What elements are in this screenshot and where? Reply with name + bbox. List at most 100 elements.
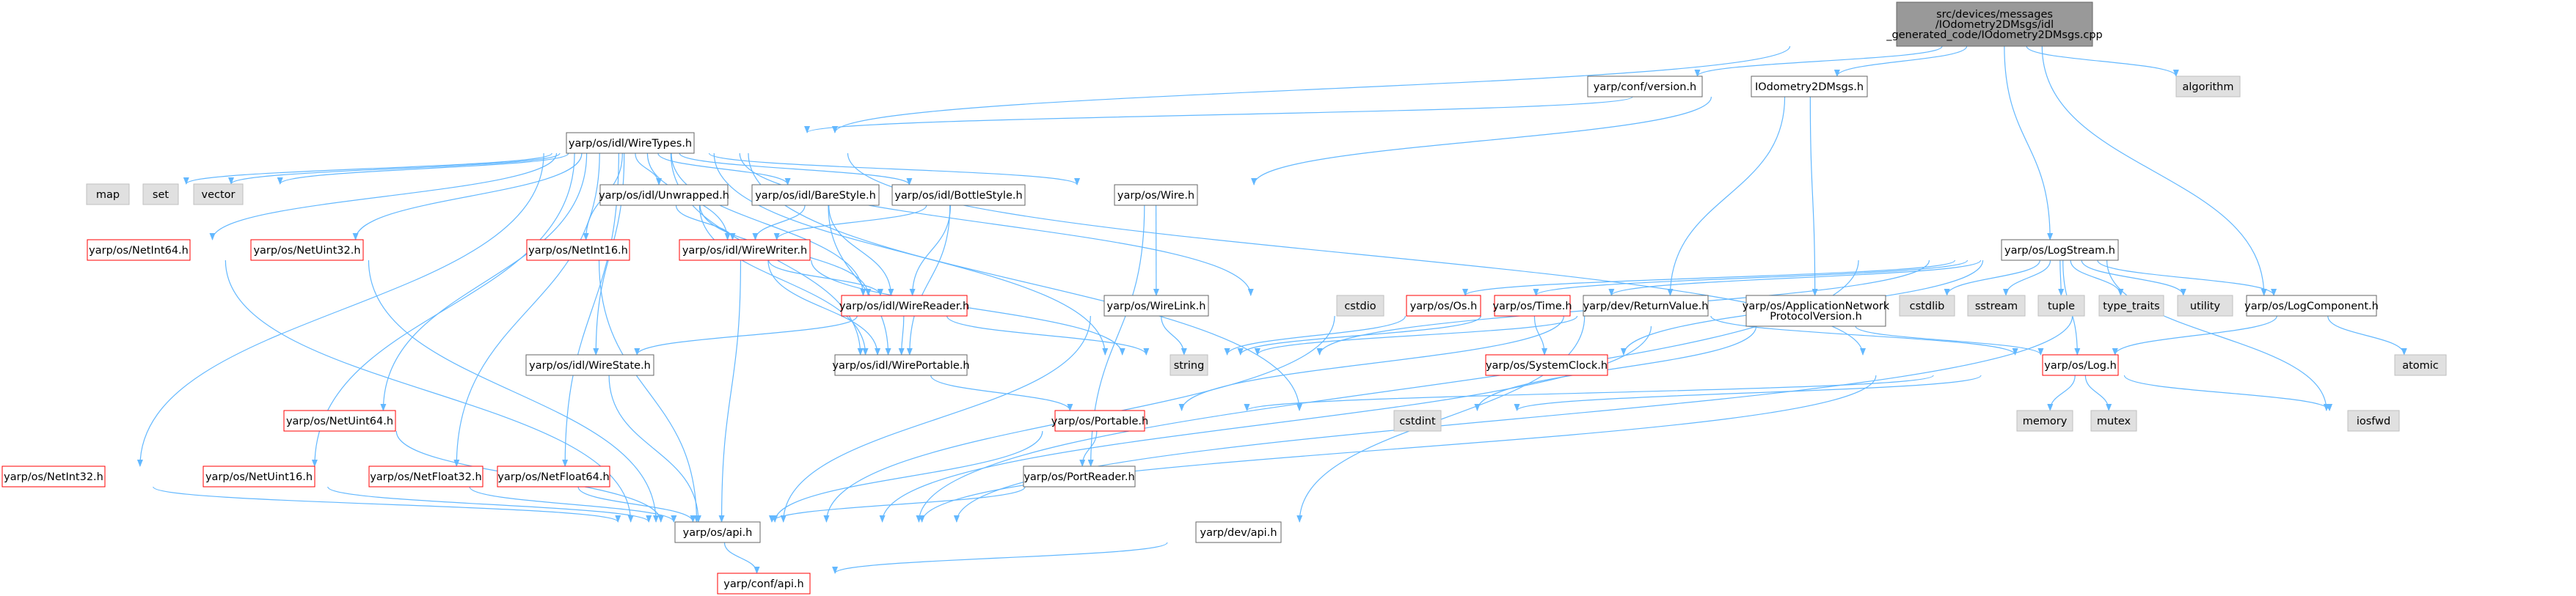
node-yarp-os-portable-h[interactable]: yarp/os/Portable.h: [1051, 410, 1148, 432]
edge-netfloat32-to-apih: [469, 486, 677, 523]
edge-logh-to-memory: [2047, 375, 2076, 411]
node-label: string: [1174, 360, 1205, 372]
node-map: map: [86, 183, 130, 205]
node-yarp-os-netint64-h[interactable]: yarp/os/NetInt64.h: [87, 239, 191, 261]
edge-returnvalue-to-portable: [1178, 315, 1564, 411]
node-yarp-conf-api-h[interactable]: yarp/conf/api.h: [717, 573, 811, 595]
node-box: [1336, 295, 1384, 317]
node-label: yarp/os/idl/BottleStyle.h: [894, 190, 1022, 202]
node-box: [1896, 1, 2093, 47]
node-yarp-os-netfloat64-h[interactable]: yarp/os/NetFloat64.h: [497, 466, 610, 488]
node-yarp-dev-api-h[interactable]: yarp/dev/api.h: [1195, 521, 1282, 543]
node-label: yarp/conf/api.h: [723, 578, 803, 590]
node-iodometry2dmsgs-h[interactable]: IOdometry2DMsgs.h: [1751, 76, 1868, 98]
node-box: [1023, 466, 1136, 488]
node-yarp-os-systemclock-h[interactable]: yarp/os/SystemClock.h: [1485, 354, 1608, 376]
node-box: [202, 466, 315, 488]
node-label: cstdio: [1344, 301, 1376, 312]
node-iosfwd: iosfwd: [2347, 410, 2400, 432]
node-yarp-os-idl-wirereader-h[interactable]: yarp/os/idl/WireReader.h: [839, 295, 969, 317]
edge-wiretypes-to-bottlestyle: [679, 152, 913, 185]
node-vector: vector: [193, 183, 244, 205]
node-yarp-os-log-h[interactable]: yarp/os/Log.h: [2042, 354, 2119, 376]
edge-logh-to-portable: [1244, 375, 1934, 411]
edge-wirelink-to-apih: [780, 315, 1091, 523]
node-label: mutex: [2097, 416, 2131, 427]
node-yarp-os-idl-wiretypes-h[interactable]: yarp/os/idl/WireTypes.h: [566, 132, 695, 154]
node-box: [87, 239, 191, 261]
node-box: [368, 466, 484, 488]
node-yarp-os-netfloat32-h[interactable]: yarp/os/NetFloat32.h: [368, 466, 484, 488]
node-label: set: [153, 189, 169, 201]
node-yarp-os-wire-h[interactable]: yarp/os/Wire.h: [1114, 184, 1198, 206]
node-yarp-os-netuint64-h[interactable]: yarp/os/NetUint64.h: [283, 410, 396, 432]
node-yarp-os-idl-wirestate-h[interactable]: yarp/os/idl/WireState.h: [525, 354, 654, 376]
node-box: [526, 239, 630, 261]
edge-root-to-logstream: [2004, 45, 2054, 240]
node-yarp-os-idl-unwrapped-h[interactable]: yarp/os/idl/Unwrapped.h: [599, 184, 729, 206]
node-yarp-os-netint32-h[interactable]: yarp/os/NetInt32.h: [1, 466, 106, 488]
edge-barestyle-to-wireportable: [828, 205, 891, 356]
node-box: [142, 183, 179, 205]
node-yarp-os-time-h[interactable]: yarp/os/Time.h: [1492, 295, 1572, 317]
node-yarp-os-idl-barestyle-h[interactable]: yarp/os/idl/BareStyle.h: [751, 184, 880, 206]
nodes-layer: src/devices/messages/IOdometry2DMsgs/idl…: [1, 1, 2447, 595]
node-label: algorithm: [2183, 81, 2234, 93]
node-box: [717, 573, 811, 595]
node-label: cstdlib: [1910, 301, 1945, 312]
edge-wiretypes-to-netfloat64: [562, 152, 619, 467]
node-yarp-os-wirelink-h[interactable]: yarp/os/WireLink.h: [1103, 295, 1209, 317]
edge-logh-to-cstdint: [1514, 375, 1982, 411]
node-src-devices-messages-iodometry2dmsgs-idl-generated-code-iodometry2dmsgs-cpp[interactable]: src/devices/messages/IOdometry2DMsgs/idl…: [1886, 1, 2103, 47]
node-label: yarp/os/NetInt32.h: [4, 471, 103, 483]
node-yarp-os-netuint32-h[interactable]: yarp/os/NetUint32.h: [250, 239, 364, 261]
edge-logh-to-iosfwd: [2123, 375, 2332, 411]
node-box: [1967, 295, 2026, 317]
node-box: [193, 183, 244, 205]
node-yarp-os-idl-wireportable-h[interactable]: yarp/os/idl/WirePortable.h: [832, 354, 970, 376]
node-yarp-dev-returnvalue-h[interactable]: yarp/dev/ReturnValue.h: [1583, 295, 1709, 317]
node-label: yarp/os/idl/WireTypes.h: [569, 138, 692, 150]
node-box: [2347, 410, 2400, 432]
node-yarp-os-api-h[interactable]: yarp/os/api.h: [674, 521, 761, 543]
node-yarp-os-applicationnetworkprotocolversion-h[interactable]: yarp/os/ApplicationNetworkProtocolVersio…: [1743, 295, 1890, 327]
edge-netuint32-to-apih: [368, 260, 660, 523]
node-label: tuple: [2048, 301, 2075, 312]
edge-iodomh-to-wiretypes: [804, 96, 1633, 133]
node-box: [2175, 76, 2241, 98]
edge-logstream-to-utility: [2081, 260, 2186, 296]
edge-iodomh-to-returnvalue: [1667, 96, 1786, 296]
node-label: yarp/os/PortReader.h: [1024, 471, 1134, 483]
node-label: yarp/os/idl/Unwrapped.h: [599, 190, 729, 202]
edge-portable-to-apih: [772, 430, 1043, 523]
node-yarp-os-idl-wirewriter-h[interactable]: yarp/os/idl/WireWriter.h: [679, 239, 811, 261]
edge-logstream-to-timeh: [1608, 260, 1982, 296]
node-label: yarp/os/LogStream.h: [2004, 245, 2115, 257]
edge-barestyle-to-wirewriter: [752, 205, 806, 240]
node-label: yarp/os/api.h: [683, 527, 753, 539]
node-yarp-conf-version-h[interactable]: yarp/conf/version.h: [1587, 76, 1703, 98]
node-utility: utility: [2177, 295, 2233, 317]
node-type-traits: type_traits: [2098, 295, 2164, 317]
node-label: yarp/os/SystemClock.h: [1486, 360, 1608, 372]
node-label: yarp/os/idl/WireState.h: [529, 360, 651, 372]
node-yarp-os-logstream-h[interactable]: yarp/os/LogStream.h: [2001, 239, 2119, 261]
node-string: string: [1170, 354, 1208, 376]
node-box: [1170, 354, 1208, 376]
node-yarp-os-portreader-h[interactable]: yarp/os/PortReader.h: [1023, 466, 1136, 488]
node-label: yarp/os/Log.h: [2044, 360, 2117, 372]
node-label: iosfwd: [2357, 416, 2390, 427]
edge-netuint16-to-apih: [327, 486, 652, 523]
node-yarp-os-netuint16-h[interactable]: yarp/os/NetUint16.h: [202, 466, 315, 488]
node-yarp-os-netint16-h[interactable]: yarp/os/NetInt16.h: [526, 239, 630, 261]
node-box: [2042, 354, 2119, 376]
node-yarp-os-logcomponent-h[interactable]: yarp/os/LogComponent.h: [2244, 295, 2379, 317]
node-box: [1393, 410, 1442, 432]
node-label: sstream: [1975, 301, 2018, 312]
edge-wiretypes-to-netint64: [209, 152, 558, 240]
edge-wiretypes-to-wirereader: [671, 152, 866, 296]
node-yarp-os-os-h[interactable]: yarp/os/Os.h: [1406, 295, 1481, 317]
edge-portreader-to-apih: [769, 486, 1026, 523]
node-yarp-os-idl-bottlestyle-h[interactable]: yarp/os/idl/BottleStyle.h: [891, 184, 1026, 206]
node-box: [1195, 521, 1282, 543]
